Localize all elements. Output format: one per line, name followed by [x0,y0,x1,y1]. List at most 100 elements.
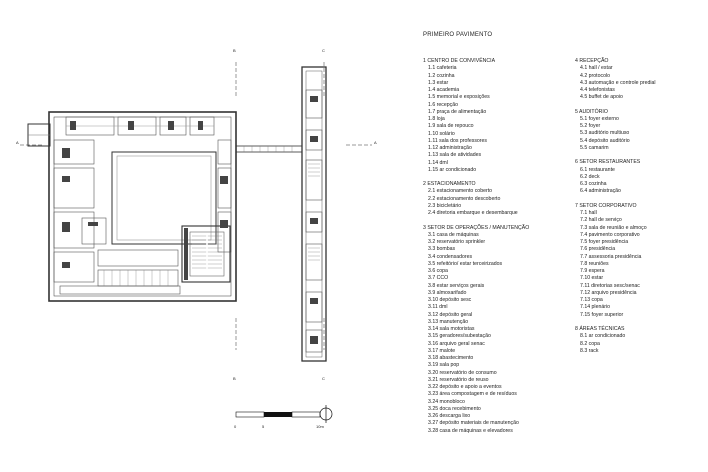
legend-item: 1.9 sala de repouco [428,123,474,130]
legend-gap [575,319,656,326]
legend-item: 5.5 camarim [580,144,609,151]
legend-item: 3.8 estar serviços gerais [428,282,485,289]
legend-item: 5.2 foyer [580,123,601,130]
legend-section-heading: 6 SETOR RESTAURANTES [575,159,641,166]
legend-item: 3.16 arquivo geral senac [428,340,485,347]
scale-bar [235,411,321,418]
legend-gap [423,174,529,181]
legend-item: 4.2 protocolo [580,72,610,79]
legend-item: 1.2 cozinha [428,72,455,79]
legend-item: 7.15 foyer superior [580,311,624,318]
legend-item: 2.2 estacionamento descoberto [428,195,501,202]
legend-item: 7.4 pavimento corporativo [580,231,640,238]
section-marker-bottom-left: B [233,376,236,381]
scale-label-5: 5 [262,424,265,429]
floor-plan-drawing [20,62,372,423]
legend-item: 6.2 deck [580,173,600,180]
section-marker-top-left: B [233,48,236,53]
legend-item: 3.4 condensadores [428,253,473,260]
legend-item: 5.4 depósito auditório [580,137,630,144]
legend-item: 2.3 bicicletário [428,202,462,209]
legend-item: 7.14 plenário [580,304,610,311]
scale-label-0: 0 [234,424,237,429]
legend-item: 1.6 recepção [428,101,458,108]
legend-item: 4.5 buffet de apoio [580,94,623,101]
legend-item: 3.28 casa de máquinas e elevadores [428,427,513,434]
legend-item: 7.3 sala de reunião e almoço [580,224,647,231]
legend-section-heading: 2 ESTACIONAMENTO [423,181,476,188]
legend-item: 1.11 sala dos professores [428,137,488,144]
section-marker-right: A [374,140,377,145]
legend-item: 7.1 hall [580,210,597,217]
section-marker-left: A [16,140,19,145]
legend-section-heading: 1 CENTRO DE CONVIVÊNCIA [423,58,496,64]
legend-item: 7.7 assessoria presidência [580,253,642,260]
legend-item: 3.14 sala motoristas [428,326,475,333]
legend-item: 6.1 restaurante [580,166,615,173]
legend-item: 8.2 copa [580,340,600,347]
legend-item: 7.2 hall de serviço [580,217,622,224]
legend-item: 3.19 sala pop [428,362,460,369]
legend-item: 1.1 cafeteria [428,65,457,72]
legend-item: 1.7 praça de alimentação [428,108,487,115]
legend-item: 3.5 refeitório/ estar terceirizados [428,260,503,267]
legend-item: 1.10 solário [428,130,455,137]
legend-item: 1.14 dml [428,159,448,166]
legend-item: 4.4 telefonistas [580,87,615,93]
legend-section-heading: 4 RECEPÇÃO [575,58,609,64]
legend-item: 7.9 espera [580,268,605,275]
legend-item: 3.21 reservatório de reuso [428,376,489,383]
legend-item: 3.23 área compostagem e de resíduos [428,391,517,398]
legend-item: 8.1 ar condicionado [580,333,626,340]
legend-gap [575,152,656,159]
legend-item: 3.26 descarga lixo [428,413,471,420]
legend-item: 3.1 casa de máquinas [428,231,479,238]
section-marker-bottom-right: C [322,376,325,381]
legend-item: 3.12 depósito geral [428,311,473,318]
legend-item: 3.22 depósito e apoio a eventos [428,384,502,391]
legend-item: 1.3 estar [428,79,449,86]
north-arrow-icon [319,405,333,423]
legend-section-heading: 5 AUDITÓRIO [575,108,608,115]
legend-item: 7.12 arquivo presidência [580,289,637,296]
legend-item: 3.7 CCO [428,275,449,282]
legend-item: 7.5 foyer presidência [580,239,629,246]
auditorium [181,225,231,283]
legend-item: 1.12 administração [428,145,472,151]
legend-item: 2.4 diretoria embarque e desembarque [428,210,518,217]
legend-item: 6.3 cozinha [580,181,607,188]
legend-gap [423,217,529,224]
legend-section-heading: 3 SETOR DE OPERAÇÕES / MANUTENÇÃO [423,224,530,231]
legend-item: 1.15 ar condicionado [428,166,477,173]
legend-item: 8.3 rack [580,347,599,354]
legend-item: 2.1 estacionamento coberto [428,188,493,195]
legend-item: 3.24 monobloco [428,398,465,405]
legend-item: 3.13 manutenção [428,318,469,325]
legend-section-heading: 7 SETOR CORPORATIVO [575,202,637,209]
section-marker-top-right: C [322,48,325,53]
legend-item: 7.11 diretorias sesc/senac [580,282,640,289]
legend-item: 3.15 geradores/subestação [428,333,491,340]
legend-item: 3.27 depósito materiais de manutenção [428,420,519,427]
corporate-tower-outline [301,66,327,362]
page-title: PRIMEIRO PAVIMENTO [423,32,493,38]
legend-item: 7.13 copa [580,297,603,304]
main-building-outline [48,111,237,302]
scale-label-10m: 10m [316,424,324,429]
legend-item: 3.9 almoxarifado [428,289,467,296]
legend-item: 3.18 abastecimento [428,355,474,362]
legend-item: 5.3 auditório multiuso [580,130,630,137]
legend-item: 3.10 depósito sesc [428,297,472,304]
legend-item: 1.5 memorial e exposições [428,94,490,101]
legend-item: 3.25 doca recebimento [428,405,481,412]
legend-item: 3.20 reservatório de consumo [428,369,497,376]
legend-item: 7.10 estar [580,275,604,282]
legend-gap [575,196,656,203]
legend-item: 3.11 dml [428,304,448,311]
legend-item: 7.8 reuniões [580,260,609,267]
legend-item: 7.6 presidência [580,246,616,253]
legend-item: 3.2 reservatório sprinkler [428,239,486,246]
legend-item: 6.4 administração [580,188,621,195]
